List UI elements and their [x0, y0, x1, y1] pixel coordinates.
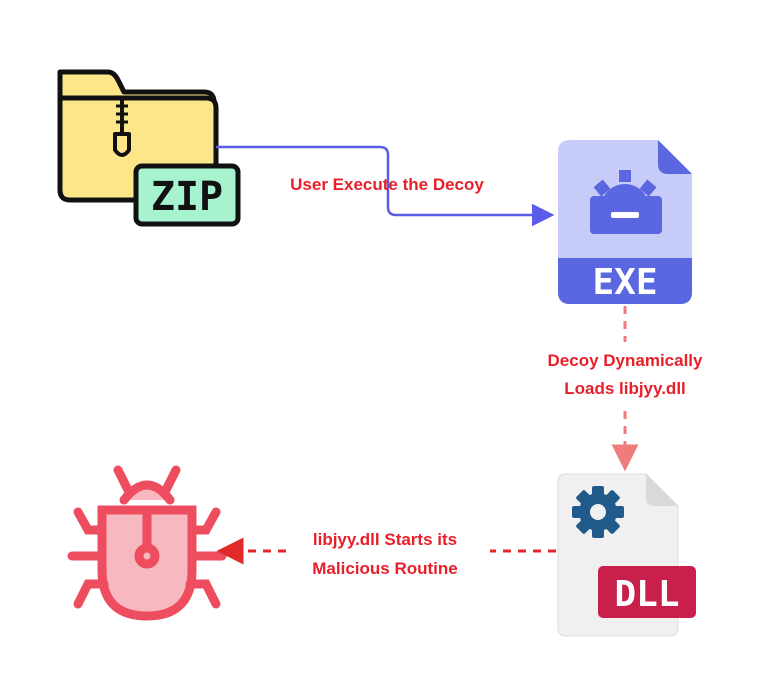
exe-label: EXE — [592, 262, 657, 303]
zip-folder-icon: ZIP — [57, 69, 241, 227]
arrow-zip-to-exe — [216, 145, 555, 227]
dll-label: DLL — [614, 574, 679, 615]
label-dll-starts-2: Malicious Routine — [312, 559, 457, 578]
label-decoy-loads-2: Loads libjyy.dll — [564, 379, 686, 398]
gear-icon — [572, 486, 624, 538]
bug-icon — [67, 465, 227, 621]
label-decoy-loads-1: Decoy Dynamically — [548, 351, 704, 370]
dll-file-icon: DLL — [557, 473, 696, 637]
exe-file-icon: EXE — [558, 140, 692, 304]
label-dll-starts-1: libjyy.dll Starts its — [313, 530, 457, 549]
label-user-execute: User Execute the Decoy — [290, 175, 484, 194]
zip-label: ZIP — [151, 174, 223, 220]
